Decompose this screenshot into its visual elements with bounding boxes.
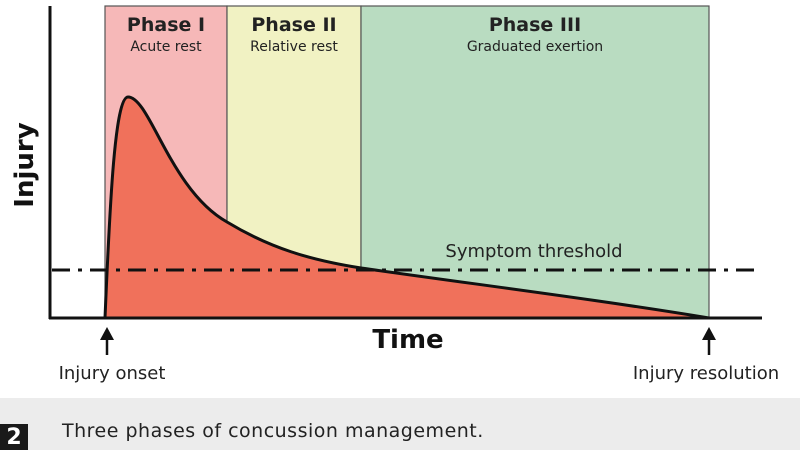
- injury-resolution-label: Injury resolution: [633, 363, 779, 384]
- caption-band: [0, 398, 800, 450]
- figure-number: 2: [0, 424, 28, 450]
- phase-3-title: Phase III: [489, 14, 581, 36]
- onset-arrow-icon: [100, 327, 114, 355]
- phase-1-title: Phase I: [127, 14, 205, 36]
- phase-3-region: [360, 5, 710, 319]
- phase-2-title: Phase II: [251, 14, 336, 36]
- resolution-arrow-icon: [702, 327, 716, 355]
- y-axis-label: Injury: [10, 122, 40, 207]
- injury-onset-label: Injury onset: [59, 363, 166, 384]
- phase-1-subtitle: Acute rest: [130, 39, 202, 55]
- symptom-threshold-label: Symptom threshold: [445, 241, 622, 262]
- figure-caption: Three phases of concussion management.: [62, 420, 484, 442]
- injury-curve: [103, 95, 710, 320]
- x-axis-label: Time: [372, 325, 443, 355]
- concussion-phase-diagram: Phase I Acute rest Phase II Relative res…: [10, 5, 779, 384]
- phase-2-subtitle: Relative rest: [250, 39, 338, 55]
- phase-3-subtitle: Graduated exertion: [467, 39, 603, 55]
